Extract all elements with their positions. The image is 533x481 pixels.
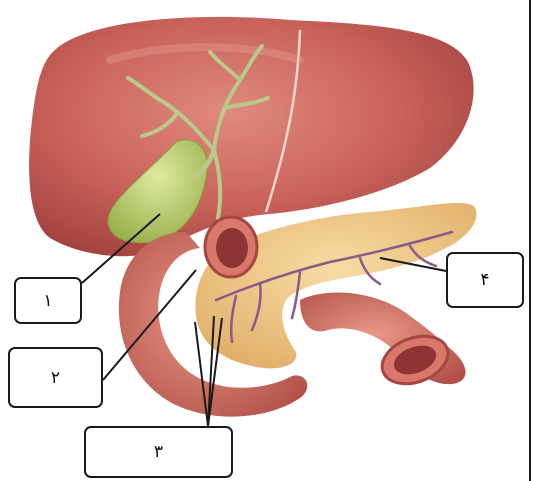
label-box-4: ۴ [446,252,524,308]
label-1-text: ۱ [43,291,52,311]
label-box-3: ۳ [84,426,233,478]
label-2-text: ۲ [51,368,60,388]
label-box-1: ۱ [14,277,82,324]
label-box-2: ۲ [8,347,103,408]
label-3-text: ۳ [154,442,163,462]
frame-right-edge [529,0,531,481]
label-4-text: ۴ [480,270,489,290]
stomach-opening-inner [216,228,248,268]
